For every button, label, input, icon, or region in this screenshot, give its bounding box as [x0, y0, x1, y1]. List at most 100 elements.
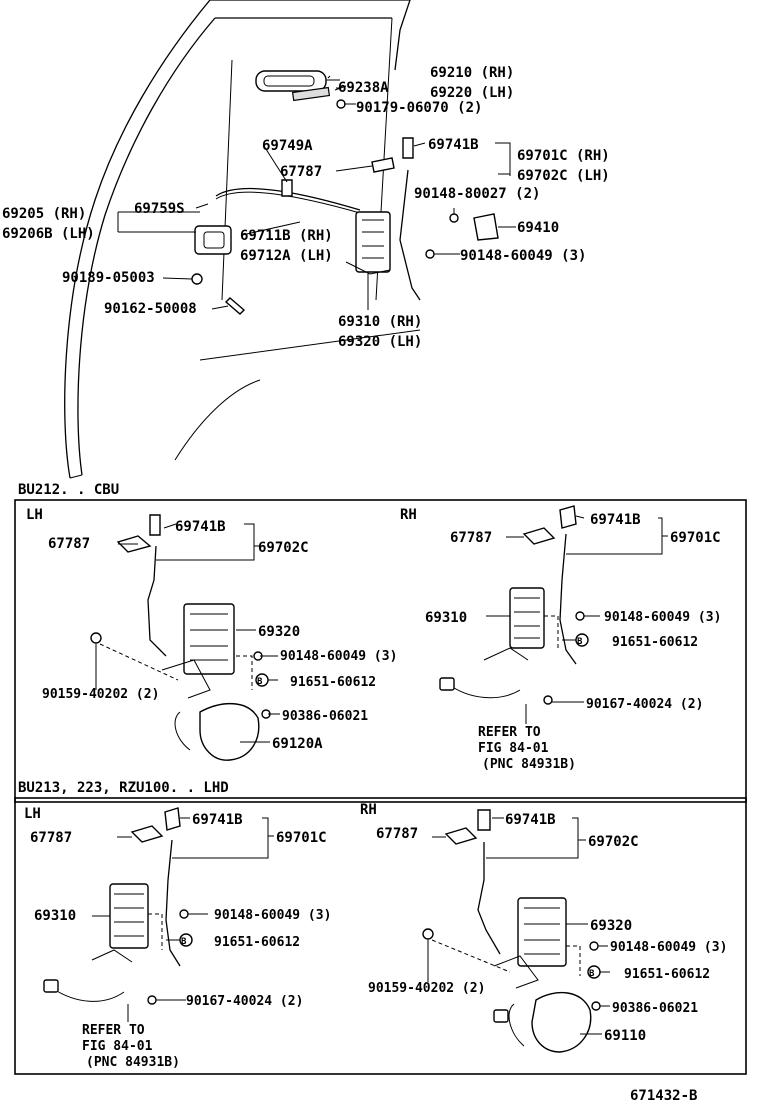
s2-rh-b-marker	[587, 965, 601, 979]
s1-rh-knob	[559, 505, 577, 529]
s1-lh-side: LH	[26, 507, 43, 523]
s2-rh-rod	[477, 842, 501, 955]
label-69712A: 69712A (LH)	[240, 248, 333, 264]
s2-lh-b-text: B	[181, 937, 187, 947]
s1-rh-refer3: (PNC 84931B)	[482, 757, 576, 772]
s1-lh-knob	[149, 514, 161, 536]
s2-rh-69702C: 69702C	[588, 834, 639, 850]
s1-rh-90148: 90148-60049 (3)	[604, 610, 721, 625]
label-69310: 69310 (RH)	[338, 314, 422, 330]
section2-box	[14, 797, 747, 1075]
s1-rh-protector	[522, 527, 556, 545]
s2-lh-67787: 67787	[30, 830, 72, 846]
s2-rh-side: RH	[360, 802, 377, 818]
clip-90189	[191, 273, 203, 285]
label-69238A: 69238A	[338, 80, 389, 96]
section1-box	[14, 499, 747, 803]
s2-rh-67787: 67787	[376, 826, 418, 842]
label-69205: 69205 (RH)	[2, 206, 86, 222]
s1-lh-69702C: 69702C	[258, 540, 309, 556]
s2-rh-91651: 91651-60612	[624, 967, 710, 982]
label-90162: 90162-50008	[104, 301, 197, 317]
label-69206B: 69206B (LH)	[2, 226, 95, 242]
s2-lh-side: LH	[24, 806, 41, 822]
label-69759S: 69759S	[134, 201, 185, 217]
s1-rh-69741B: 69741B	[590, 512, 641, 528]
label-69702C: 69702C (LH)	[517, 168, 610, 184]
s2-lh-90148: 90148-60049 (3)	[214, 908, 331, 923]
knob-69741B	[402, 137, 414, 159]
s2-rh-69741B: 69741B	[505, 812, 556, 828]
s2-lh-knob	[164, 807, 181, 831]
s1-lh-b-text: B	[257, 677, 263, 687]
s1-rh-refer1: REFER TO	[478, 725, 541, 740]
s1-lh-b-marker	[255, 673, 269, 687]
label-69741B: 69741B	[428, 137, 479, 153]
s1-lh-90386: 90386-06021	[282, 709, 368, 724]
s2-lh-91651: 91651-60612	[214, 935, 300, 950]
s2-lh-rod	[165, 839, 181, 967]
s2-lh-refer1: REFER TO	[82, 1023, 145, 1038]
s1-lh-69120A: 69120A	[272, 736, 323, 752]
section1-title: BU212. . CBU	[18, 482, 119, 498]
s2-rh-protector	[444, 827, 478, 845]
s2-rh-90148: 90148-60049 (3)	[610, 940, 727, 955]
figure-code: 671432-B	[630, 1088, 697, 1104]
s2-lh-refer3: (PNC 84931B)	[86, 1055, 180, 1070]
s2-rh-90386: 90386-06021	[612, 1001, 698, 1016]
s1-lh-lock	[161, 603, 235, 699]
label-69410: 69410	[517, 220, 559, 236]
label-90179: 90179-06070 (2)	[356, 100, 482, 116]
inside-handle	[194, 225, 232, 255]
lock-rod	[399, 169, 421, 301]
label-69210: 69210 (RH)	[430, 65, 514, 81]
s1-rh-67787: 67787	[450, 530, 492, 546]
s2-lh-protector	[130, 825, 164, 843]
label-69701C: 69701C (RH)	[517, 148, 610, 164]
s1-lh-90159: 90159-40202 (2)	[42, 687, 159, 702]
s1-rh-69701C: 69701C	[670, 530, 721, 546]
label-69320: 69320 (LH)	[338, 334, 422, 350]
s2-rh-69110: 69110	[604, 1028, 646, 1044]
s2-lh-69310: 69310	[34, 908, 76, 924]
outside-handle	[255, 70, 346, 109]
s2-rh-69320: 69320	[590, 918, 632, 934]
label-69220: 69220 (LH)	[430, 85, 514, 101]
s2-lh-90167: 90167-40024 (2)	[186, 994, 303, 1009]
label-69749A: 69749A	[262, 138, 313, 154]
s1-rh-b-text: B	[577, 637, 583, 647]
s2-lh-lock	[91, 883, 149, 963]
s1-rh-refer2: FIG 84-01	[478, 741, 549, 756]
s1-rh-90167: 90167-40024 (2)	[586, 697, 703, 712]
label-90148-60049: 90148-60049 (3)	[460, 248, 586, 264]
link-rod-69711	[215, 187, 361, 211]
clip-69749A	[281, 179, 293, 197]
s1-rh-lock	[483, 587, 545, 661]
s2-lh-69701C: 69701C	[276, 830, 327, 846]
s1-lh-rod	[147, 545, 167, 657]
s2-rh-b-text: B	[589, 969, 595, 979]
s1-rh-b-marker	[575, 633, 589, 647]
s1-lh-67787: 67787	[48, 536, 90, 552]
s2-rh-lock	[493, 897, 567, 989]
s2-rh-knob	[477, 809, 491, 831]
label-90148-80027: 90148-80027 (2)	[414, 186, 540, 202]
s2-rh-90159: 90159-40202 (2)	[368, 981, 485, 996]
s1-lh-91651: 91651-60612	[290, 675, 376, 690]
label-90189: 90189-05003	[62, 270, 155, 286]
section2-title: BU213, 223, RZU100. . LHD	[18, 780, 229, 796]
s1-lh-90148: 90148-60049 (3)	[280, 649, 397, 664]
s2-rh-actuator	[531, 991, 592, 1053]
s2-lh-b-marker	[179, 933, 193, 947]
protector-67787	[371, 157, 395, 173]
label-69711B: 69711B (RH)	[240, 228, 333, 244]
s2-lh-69741B: 69741B	[192, 812, 243, 828]
s1-lh-actuator	[199, 702, 260, 761]
s1-rh-91651: 91651-60612	[612, 635, 698, 650]
s1-rh-69310: 69310	[425, 610, 467, 626]
s1-lh-69741B: 69741B	[175, 519, 226, 535]
screw-90162	[224, 297, 246, 315]
s1-lh-69320: 69320	[258, 624, 300, 640]
s2-lh-refer2: FIG 84-01	[82, 1039, 153, 1054]
